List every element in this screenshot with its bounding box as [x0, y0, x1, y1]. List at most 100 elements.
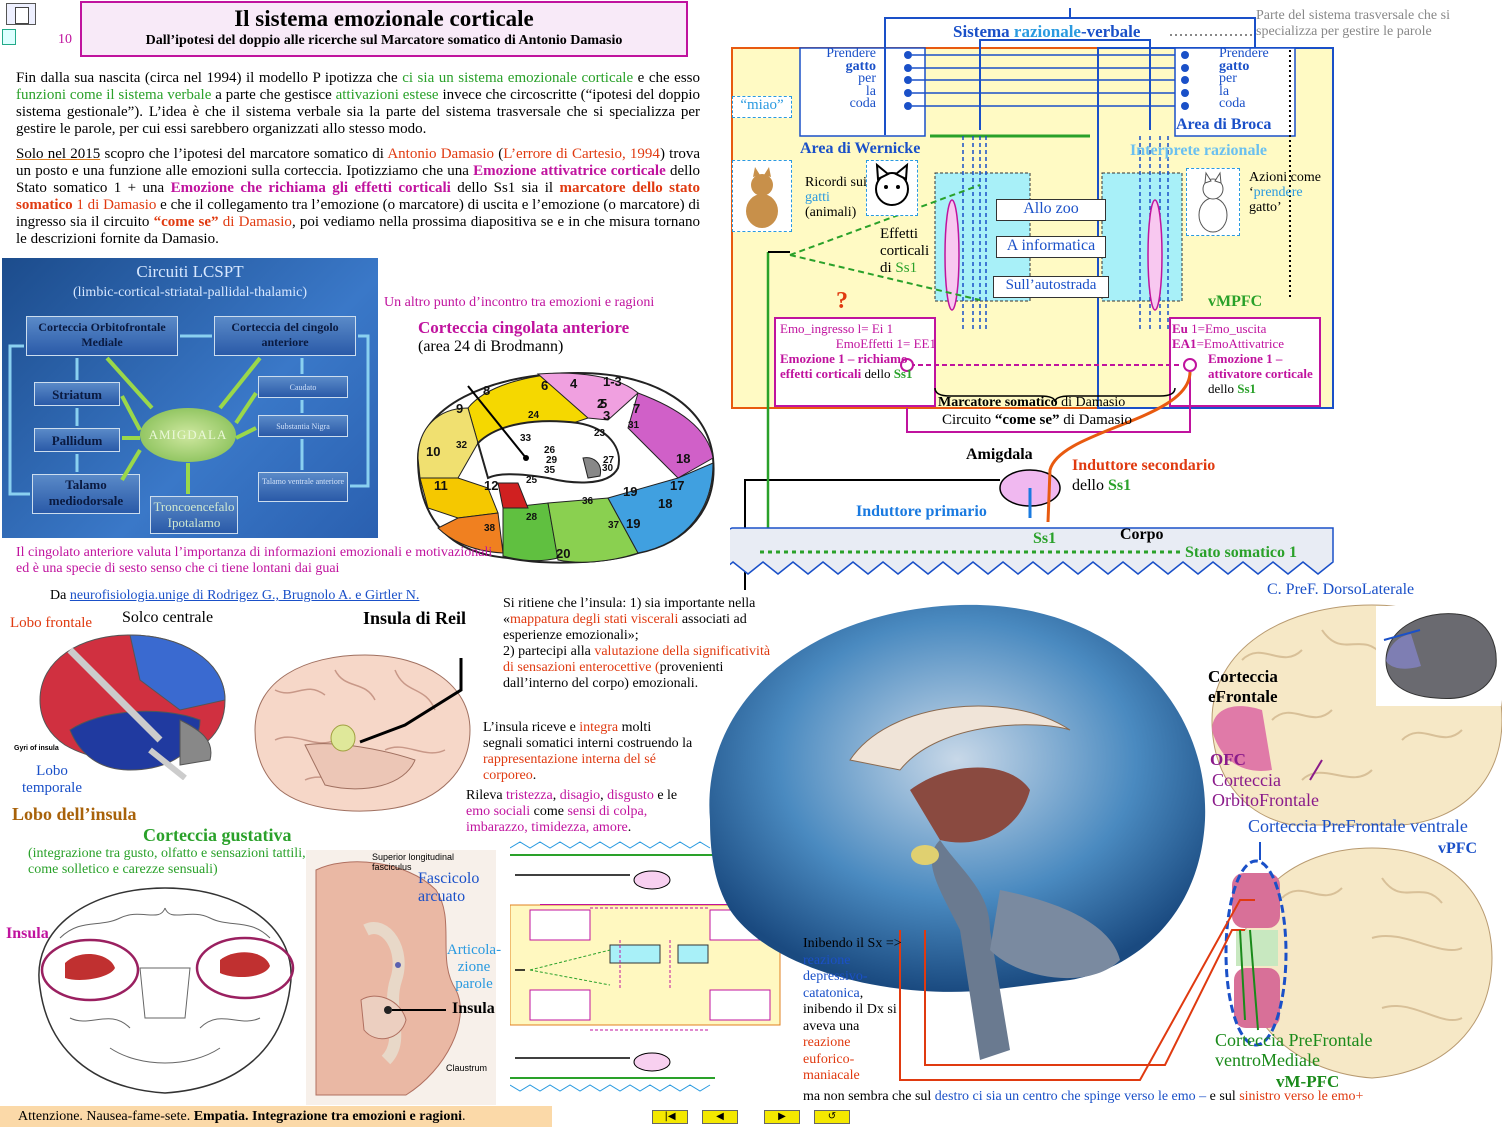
mini-circuit-diagram: [510, 841, 781, 1092]
label-solco-centrale: Solco centrale: [122, 609, 214, 626]
return-icon: ↺: [827, 1111, 837, 1122]
first-icon: |◀: [664, 1111, 676, 1122]
brodmann-area-10: 10: [426, 444, 440, 459]
corteccia-frontale-label: Corteccia eFrontale: [1208, 667, 1278, 706]
sistema-note: Parte del sistema trasversale che si spe…: [1256, 8, 1450, 39]
cingulate-caption: Il cingolato anteriore valuta l’importan…: [16, 545, 493, 576]
brodmann-area-7: 7: [633, 401, 640, 416]
lcspt-panel: Circuiti LCSPT (limbic-cortical-striatal…: [2, 258, 378, 538]
cingulate-title: Corteccia cingolata anteriore: [418, 318, 630, 337]
cat-face-icon: [866, 160, 918, 216]
brodmann-area-18: 18: [676, 451, 690, 466]
brodmann-area-29: 29: [546, 455, 558, 466]
lcspt-tronco-box: Troncoencefalo Ipotalamo: [150, 496, 238, 534]
brodmann-area-31: 31: [628, 420, 640, 431]
inhibit-bottom-line: ma non sembra che sul destro ci sia un c…: [803, 1089, 1364, 1104]
lcspt-talamo-va-box: Talamo ventrale anteriore: [258, 472, 348, 502]
sistema-title: Sistema razionale-verbale: [953, 22, 1141, 41]
insula-reil-image: [254, 654, 471, 812]
circuito-label: Circuito “come se” di Damasio: [942, 412, 1132, 428]
nav-first-button[interactable]: |◀: [652, 1110, 688, 1124]
area-wernicke: Area di Wernicke: [800, 140, 921, 157]
nav-prev-button[interactable]: ◀: [702, 1110, 738, 1124]
brodmann-area-32: 32: [456, 440, 468, 451]
azioni-label: Azioni come ‘prendere gatto’: [1249, 170, 1321, 215]
label-lobo-temporale: Lobo temporale: [22, 763, 82, 796]
brodmann-area-36: 36: [582, 496, 594, 507]
a-informatica-box: A informatica: [996, 236, 1106, 258]
page-icon[interactable]: [6, 3, 36, 25]
brodmann-area-4: 4: [570, 376, 578, 391]
brodmann-area-25: 25: [526, 475, 538, 486]
brodmann-area-8: 8: [483, 383, 490, 398]
stato-somatico: Stato somatico 1: [1185, 544, 1297, 561]
brodmann-area-6: 6: [541, 378, 548, 393]
prev-icon: ◀: [716, 1111, 724, 1122]
lcspt-amigdala: AMIGDALA: [140, 408, 236, 462]
label-insula-reil: Insula di Reil: [363, 608, 467, 628]
brodmann-area-3: 3: [603, 408, 610, 423]
lcspt-subtitle: (limbic-cortical-striatal-pallidal-thala…: [72, 285, 307, 300]
cat-right-icon: [1186, 168, 1240, 236]
brodmann-area-1-3: 1-3: [603, 374, 622, 389]
vpfc-full-label: Corteccia PreFrontale ventrale: [1248, 816, 1468, 836]
slide-number: 10: [58, 32, 72, 47]
label-articolazione: Articola-zione parole: [446, 942, 502, 992]
brodmann-area-17: 17: [670, 478, 684, 493]
lcspt-nigra-box: Substantia Nigra: [258, 415, 348, 437]
nav-next-button[interactable]: ▶: [764, 1110, 800, 1124]
label-corteccia-gustativa: Corteccia gustativa: [143, 825, 292, 845]
lcspt-caudato-box: Caudato: [258, 376, 348, 398]
lcspt-ofc-box: Corteccia Orbitofrontale Mediale: [26, 316, 178, 356]
dlpfc-inset-image: [1376, 606, 1501, 706]
dlpfc-label: C. PreF. DorsoLaterale: [1267, 581, 1415, 598]
lcspt-talamo-md-box: Talamo mediodorsale: [32, 474, 140, 514]
title-box: Il sistema emozionale corticale Dall’ipo…: [80, 1, 688, 57]
brodmann-area-30: 30: [602, 463, 614, 474]
lcspt-arrows: [8, 334, 370, 496]
brodmann-area-19: 19: [626, 516, 640, 531]
brodmann-area-27: 27: [603, 455, 615, 466]
vmpfc-full-label: Corteccia PreFrontale ventroMediale: [1215, 1030, 1373, 1070]
ricordi-label: Ricordi sui gatti (animali): [805, 175, 867, 220]
lcspt-pallidum-box: Pallidum: [34, 428, 120, 452]
insula-rileva: Rileva tristezza, disagio, disgusto e le…: [466, 788, 678, 835]
brodmann-area-19: 19: [623, 484, 637, 499]
label-insula-left: Insula: [6, 925, 49, 942]
vmpfc-short-label: vM-PFC: [1276, 1072, 1340, 1091]
corpo-label: Corpo: [1120, 526, 1164, 543]
footer-banner: Attenzione. Nausea-fame-sete. Empatia. I…: [0, 1106, 552, 1127]
sagittal-brain-image: [709, 604, 1206, 1060]
emo-ingresso-text: Emo_ingresso l= Ei 1 EmoEffetti 1= EE1 E…: [780, 321, 936, 381]
next-icon: ▶: [778, 1111, 786, 1122]
page-subtitle: Dall’ipotesi del doppio alle ricerche su…: [145, 33, 623, 48]
brodmann-area-28: 28: [526, 512, 538, 523]
autostrada-box: Sull’autostrada: [993, 276, 1109, 298]
lcspt-striatum-box: Striatum: [34, 382, 120, 406]
lcspt-title: Circuiti LCSPT: [136, 262, 244, 281]
nav-return-button[interactable]: ↺: [814, 1110, 850, 1124]
area-broca: Area di Broca: [1176, 116, 1272, 133]
induttore-primario: Induttore primario: [856, 503, 987, 520]
ofc-label: OFC: [1210, 750, 1246, 769]
brodmann-area-2: 2: [597, 396, 604, 411]
label-gyri-insula: Gyri of insula: [14, 745, 59, 752]
source-link[interactable]: neurofisiologia.unige di Rodrigez G., Br…: [69, 588, 420, 603]
brodmann-area-23: 23: [594, 428, 606, 439]
cingulate-subtitle: (area 24 di Brodmann): [418, 338, 564, 355]
induttore-secondario: Induttore secondario: [1072, 457, 1216, 474]
gustativa-note: (integrazione tra gusto, olfatto e sensa…: [28, 846, 306, 877]
effetti-label: Effetti corticali di Ss1: [880, 226, 930, 276]
intro-paragraph-1: Fin dalla sua nascita (circa nel 1994) i…: [16, 70, 701, 137]
allo-zoo-box: Allo zoo: [996, 199, 1106, 221]
note-icon[interactable]: [2, 29, 16, 45]
ofc-full-label: Corteccia OrbitoFrontale: [1212, 770, 1319, 810]
miao-box: “miao”: [732, 96, 792, 118]
emo-uscita-text: Eu 1=Emo_uscita EA1=EmoAttivatrice Emozi…: [1172, 321, 1313, 396]
intro-paragraph-2: Solo nel 2015 scopro che l’ipotesi del m…: [16, 146, 701, 247]
brodmann-area-37: 37: [608, 520, 620, 531]
amigdala-label: Amigdala: [966, 446, 1033, 463]
